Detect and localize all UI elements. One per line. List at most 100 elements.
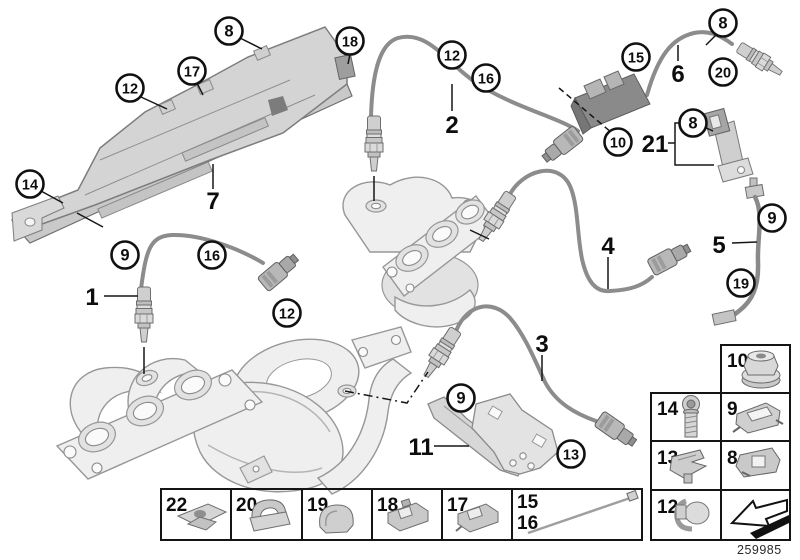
- callout-circle-shield-bracket-14[interactable]: 14: [15, 169, 45, 199]
- callout-circle-sensor1-sleeve-16[interactable]: 16: [197, 240, 227, 270]
- box-clip-2-icon: [455, 503, 499, 533]
- callout-number: 20: [715, 66, 731, 82]
- strip-cell-15-16[interactable]: [511, 488, 643, 541]
- fastener-label-14: 14: [657, 399, 679, 420]
- leader-line: [140, 96, 168, 110]
- callout-number: 9: [767, 210, 776, 228]
- sensor2-connector: [538, 124, 585, 167]
- strip-label-17: 17: [447, 495, 468, 516]
- callout-circle-sensor1-plug-12[interactable]: 12: [272, 298, 302, 328]
- part-number-label-part-21-bracket[interactable]: 21: [642, 131, 669, 158]
- part-number-label-part-6-lambda-sensor[interactable]: 6: [671, 61, 684, 88]
- callout-number: 14: [22, 178, 38, 194]
- callout-circle-cable2-clip-12[interactable]: 12: [437, 40, 467, 70]
- leader-line: [558, 87, 613, 134]
- part-number-label-part-4-lambda-sensor[interactable]: 4: [601, 233, 615, 260]
- callout-circle-pipe5-seal-9[interactable]: 9: [757, 203, 787, 233]
- fastener-label-9: 9: [727, 399, 738, 420]
- callout-circle-shield-clip-17[interactable]: 17: [177, 56, 207, 86]
- callout-circle-cable2-sleeve-16[interactable]: 16: [471, 63, 501, 93]
- sensor4-connector: [646, 239, 694, 277]
- cage-nut-clip-icon: [735, 447, 781, 478]
- sensor3-connector: [593, 410, 640, 451]
- leader-line: [674, 122, 714, 166]
- leader-line: [731, 241, 758, 244]
- part-number-label-part-5-probe[interactable]: 5: [712, 232, 725, 259]
- strip-label-22: 22: [166, 495, 187, 516]
- connector-holder-part-15: [570, 70, 651, 135]
- callout-circle-sensor6-probe-20[interactable]: 20: [708, 57, 738, 87]
- callout-number: 8: [718, 15, 727, 33]
- cage-clamp-icon: [732, 402, 784, 434]
- sensor3-cable: [454, 304, 598, 423]
- leader-line: [344, 371, 429, 404]
- torx-bolt-icon: [682, 395, 700, 438]
- callout-number: 12: [444, 49, 460, 65]
- callout-number: 9: [456, 390, 465, 408]
- direction-arrow-icon: [729, 498, 789, 539]
- callout-number: 18: [342, 35, 358, 51]
- sensor1-cable: [139, 232, 265, 291]
- callout-circle-sensor6-clip-8[interactable]: 8: [708, 8, 738, 38]
- lambda-sensor-6-probe-20: [734, 39, 786, 81]
- leader-line: [469, 229, 490, 240]
- leader-line: [40, 190, 64, 204]
- box-clip-icon: [387, 498, 429, 532]
- part-number-label-part-2-lambda-sensor[interactable]: 2: [445, 112, 458, 139]
- fastener-label-12: 12: [657, 497, 678, 518]
- dome-clip-icon: [319, 504, 354, 534]
- part-number-label-part-7-heat-shield[interactable]: 7: [206, 188, 219, 215]
- sensor4-cable: [507, 168, 654, 294]
- callout-number: 16: [204, 249, 220, 265]
- callout-number: 12: [279, 307, 295, 323]
- part-number-label-part-1-lambda-sensor[interactable]: 1: [85, 284, 98, 311]
- callout-number: 19: [733, 277, 749, 293]
- callout-number: 16: [478, 72, 494, 88]
- strip-label-20: 20: [236, 495, 257, 516]
- callout-circle-shield-clip-12[interactable]: 12: [115, 73, 145, 103]
- callout-circle-sensor1-seal-9[interactable]: 9: [110, 240, 140, 270]
- callout-number: 8: [688, 115, 697, 133]
- clip-strip: 22 20 19 18 17 15 16: [160, 488, 643, 541]
- part-number-label-part-3-lambda-sensor[interactable]: 3: [535, 331, 548, 358]
- callout-circle-holder-15[interactable]: 15: [621, 42, 651, 72]
- callout-number: 17: [184, 65, 200, 81]
- lambda-sensor-3: [417, 324, 465, 382]
- callout-number: 9: [120, 247, 129, 265]
- leader-line: [239, 37, 263, 50]
- front-exhaust-manifold: [55, 326, 413, 495]
- strip-label-16: 16: [517, 513, 538, 534]
- shield-mount-bracket-14: [11, 195, 65, 242]
- callout-number: 15: [628, 51, 644, 67]
- callout-circle-shield-end-clip-18[interactable]: 18: [335, 26, 365, 56]
- callout-circle-bracket11-clip-13[interactable]: 13: [556, 439, 586, 469]
- leader-line: [705, 33, 718, 46]
- heat-shield-part-7: [10, 26, 356, 244]
- callout-number: 12: [122, 82, 138, 98]
- sensor1-connector: [256, 249, 303, 293]
- rear-exhaust-manifold: [342, 176, 498, 328]
- cable-tie-icon: [527, 489, 639, 535]
- strip-label-15: 15: [517, 492, 539, 513]
- figure-number: 259985: [737, 543, 782, 557]
- callout-circle-holder-clip-10[interactable]: 10: [603, 127, 633, 157]
- callout-number: 13: [563, 448, 579, 464]
- callout-number: 8: [224, 23, 233, 41]
- sensor-bracket-part-21: [702, 107, 754, 183]
- loop-clip-icon: [674, 498, 710, 532]
- leader-line: [76, 212, 104, 228]
- sensor-bracket-part-11: [427, 393, 559, 477]
- spring-clip-icon: [669, 449, 708, 484]
- flange-nut-icon: [741, 350, 781, 389]
- fastener-table: 10 14 9 13 8 12: [650, 344, 791, 541]
- callout-circle-bracket21-clip-8[interactable]: 8: [678, 108, 708, 138]
- callout-circle-pipe5-clip-19[interactable]: 19: [726, 268, 756, 298]
- part-number-label-part-11-bracket[interactable]: 11: [408, 434, 433, 461]
- fastener-cell-arrow: [720, 489, 791, 541]
- callout-circle-shield-clip-8[interactable]: 8: [214, 16, 244, 46]
- fastener-label-10: 10: [727, 351, 748, 372]
- callout-circle-bracket11-clamp-9[interactable]: 9: [446, 383, 476, 413]
